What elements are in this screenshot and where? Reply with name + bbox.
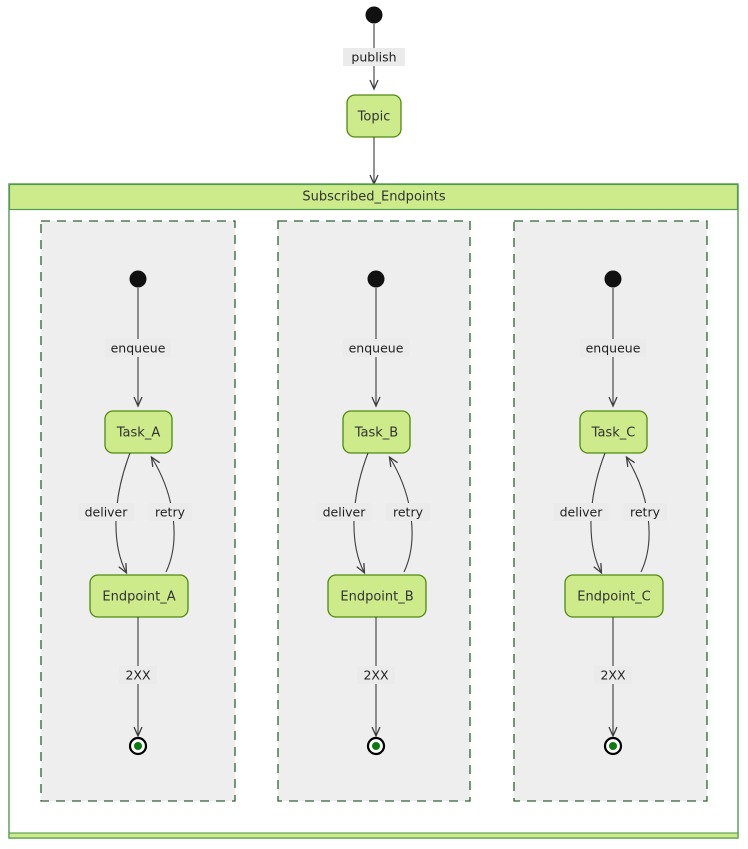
lane-c-retry-label-bg (623, 503, 667, 521)
publish-label-bg (343, 48, 405, 66)
lane-b-node-task-label: Task_B (354, 426, 398, 441)
partition-header (8, 183, 739, 211)
lane-a-edge-label-deliver: deliver (85, 505, 129, 520)
lane-a-result-label-bg (119, 666, 157, 684)
lane-c-edge-label-deliver: deliver (560, 505, 604, 520)
lane-a-edge-label-result: 2XX (125, 668, 151, 683)
lane-b-node-task[interactable] (342, 410, 411, 454)
partition-title: Subscribed_Endpoints (302, 190, 445, 205)
lane-b-result-label-bg (357, 666, 395, 684)
lane-b-region (277, 220, 471, 802)
lane-a-edge-label-retry: retry (155, 505, 186, 520)
lane-c-node-endpoint[interactable] (564, 574, 664, 618)
lane-a-node-endpoint[interactable] (89, 574, 189, 618)
lane-b-edge-label-deliver: deliver (323, 505, 367, 520)
lane-c-edge-label-enqueue: enqueue (586, 341, 641, 356)
lane-c-result-label-bg (594, 666, 632, 684)
lane-a-start-circle (129, 270, 147, 288)
lane-a-retry-label-bg (148, 503, 192, 521)
lane-b-deliver-label-bg (316, 503, 372, 521)
node-topic-label: Topic (357, 110, 391, 125)
lane-c-edge-label-retry: retry (630, 505, 661, 520)
lane-c-start-circle (604, 270, 622, 288)
lane-b-end-core (372, 742, 380, 750)
lane-c-node-task[interactable] (579, 410, 648, 454)
partition-footer-bar (8, 832, 739, 839)
lane-b-edge-label-retry: retry (393, 505, 424, 520)
lane-a-enqueue-label-bg (105, 339, 171, 357)
lane-c-node-task-label: Task_C (591, 426, 636, 441)
lane-b-node-endpoint[interactable] (327, 574, 427, 618)
lane-b-edge-label-enqueue: enqueue (349, 341, 404, 356)
lane-b-start-circle (367, 270, 385, 288)
lane-a-end-core (134, 742, 142, 750)
lane-c-edge-label-result: 2XX (600, 668, 626, 683)
lane-a-deliver-label-bg (78, 503, 134, 521)
lane-a-node-task[interactable] (104, 410, 173, 454)
lane-a-node-endpoint-label: Endpoint_A (102, 590, 175, 605)
edge-label-publish: publish (351, 50, 396, 65)
lane-c-enqueue-label-bg (580, 339, 646, 357)
lane-b-retry-label-bg (386, 503, 430, 521)
start-circle-root (365, 6, 383, 24)
lane-b-enqueue-label-bg (343, 339, 409, 357)
lane-c-node-endpoint-label: Endpoint_C (577, 590, 650, 605)
lane-c-end-core (609, 742, 617, 750)
lane-b-node-endpoint-label: Endpoint_B (340, 590, 413, 605)
lane-c-deliver-label-bg (553, 503, 609, 521)
lane-a-node-task-label: Task_A (116, 426, 161, 441)
lane-b-edge-label-result: 2XX (363, 668, 389, 683)
lane-c-region (513, 220, 708, 802)
lane-a-edge-label-enqueue: enqueue (111, 341, 166, 356)
